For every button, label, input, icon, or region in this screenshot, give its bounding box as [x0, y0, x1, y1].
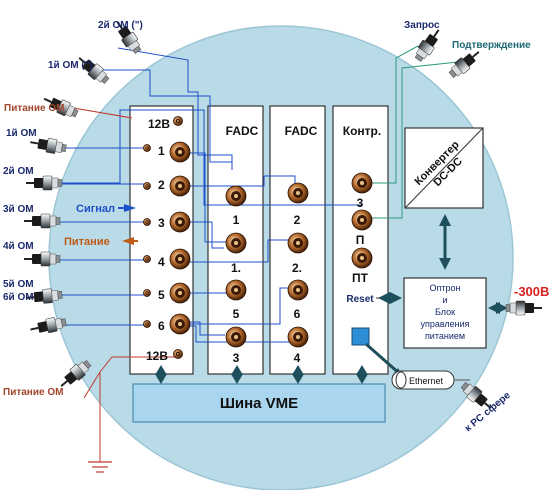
left-label-9: Питание ОМ: [3, 387, 63, 398]
controller-bnc-2: [351, 209, 373, 231]
left-label-3: 1й ОМ: [6, 128, 37, 139]
input-bnc-3: [169, 211, 191, 233]
input-bnc-1: [169, 141, 191, 163]
fadc-1-label-0: 1: [233, 213, 240, 227]
controller-bnc-3: [351, 247, 373, 269]
fadc-2-label-0: 2: [294, 213, 301, 227]
fadc-1-label-3: 3: [233, 351, 240, 365]
plug-hv: [505, 300, 543, 316]
input-channel-6: 6: [158, 319, 165, 333]
input-channel-5: 5: [158, 288, 165, 302]
power-bottom-bnc: [173, 349, 183, 359]
plug-left-4: [25, 175, 63, 191]
power-top-bnc: [173, 116, 183, 126]
fadc-2-bnc-4: [287, 326, 309, 348]
ground-symbol: [88, 461, 112, 473]
input-channel-2: 2: [158, 178, 165, 192]
bnc-connectors: [143, 116, 373, 359]
fadc-2-title: FADC: [285, 124, 318, 138]
input-bnc-5: [169, 282, 191, 304]
optron-line-1: и: [442, 295, 447, 305]
legend-signal-label: Сигнал: [76, 203, 115, 215]
legend-power-label: Питание: [64, 236, 110, 248]
controller-bnc-1: [351, 172, 373, 194]
request-label: Запрос: [404, 20, 440, 31]
fadc-2-label-1: 2.: [292, 261, 302, 275]
fadc-1-bnc-1: [225, 185, 247, 207]
controller-label-0: 3: [357, 196, 364, 210]
signal-wires: [60, 47, 362, 343]
vme-bus: [132, 383, 386, 423]
green-wires: [370, 45, 459, 219]
plug-confirm: [445, 45, 485, 82]
plug-left-5: [23, 213, 61, 229]
controller-port: [351, 327, 370, 346]
input-small-bnc-3: [143, 218, 151, 226]
left-label-8: 6й ОМ: [3, 292, 34, 303]
vme-bus-label: Шина VME: [220, 395, 298, 412]
controller-title: Контр.: [343, 124, 381, 138]
fadc-1-bnc-2: [225, 232, 247, 254]
optron-box: [403, 277, 487, 349]
hv-label: -300В: [514, 284, 549, 299]
fadc-2-bnc-3: [287, 279, 309, 301]
input-bnc-2: [169, 175, 191, 197]
left-label-7: 5й ОМ: [3, 279, 34, 290]
fadc-2-label-3: 4: [294, 351, 301, 365]
optron-line-3: управления: [420, 319, 469, 329]
input-small-bnc-2: [143, 182, 151, 190]
input-small-bnc-4: [143, 255, 151, 263]
input-small-bnc-5: [143, 289, 151, 297]
input-bottom-label: 12В: [146, 349, 168, 363]
input-bnc-4: [169, 248, 191, 270]
left-label-6: 4й ОМ: [3, 241, 34, 252]
controller-label-2: ПТ: [352, 271, 369, 285]
fadc-2-bnc-1: [287, 182, 309, 204]
input-small-bnc-1: [143, 144, 151, 152]
fadc-2-bnc-2: [287, 232, 309, 254]
left-label-0: 2й ОМ ("): [98, 20, 143, 31]
input-bnc-6: [169, 313, 191, 335]
legend-signal-arrow: [124, 204, 136, 212]
left-label-1: 1й ОМ ("): [48, 60, 93, 71]
legend-power-arrow: [122, 237, 134, 245]
reset-label: Reset: [346, 294, 374, 305]
fadc-1-title: FADC: [226, 124, 259, 138]
input-top-label: 12В: [148, 117, 170, 131]
optron-line-4: питанием: [425, 331, 465, 341]
input-channel-1: 1: [158, 144, 165, 158]
optron-line-2: Блок: [435, 307, 455, 317]
fadc-1-bnc-4: [225, 326, 247, 348]
input-channel-4: 4: [158, 255, 165, 269]
left-label-4: 2й ОМ: [3, 166, 34, 177]
fadc-1-label-2: 5: [233, 307, 240, 321]
left-label-5: 3й ОМ: [3, 204, 34, 215]
fadc-1-label-1: 1.: [231, 261, 241, 275]
input-channel-3: 3: [158, 216, 165, 230]
ethernet-label: Ethernet: [409, 376, 444, 386]
input-small-bnc-6: [143, 320, 151, 328]
left-label-2: Питание ОМ: [4, 103, 64, 114]
plug-left-6: [23, 251, 61, 267]
confirm-label: Подтверждение: [452, 40, 531, 51]
controller-label-1: П: [356, 233, 365, 247]
optron-line-0: Оптрон: [430, 283, 461, 293]
fadc-2-label-2: 6: [294, 307, 301, 321]
fadc-1-bnc-3: [225, 279, 247, 301]
plug-request: [411, 24, 446, 65]
arrows: [155, 214, 508, 384]
